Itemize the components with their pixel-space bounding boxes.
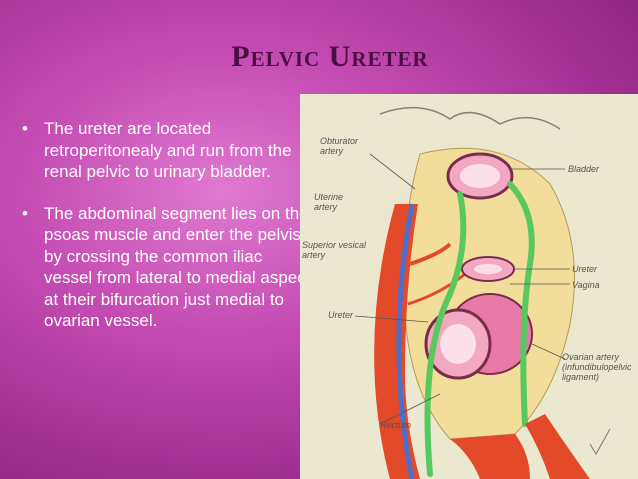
leader-obturator bbox=[369, 153, 416, 190]
label-ureter-right: Ureter bbox=[572, 264, 598, 274]
pelvic-anatomy-figure: Obturator artery Bladder Uterine artery … bbox=[300, 94, 638, 479]
label-obturator-artery: Obturator artery bbox=[320, 136, 359, 156]
uterine-artery-vessel bbox=[409, 242, 452, 266]
ovarian-vessel bbox=[525, 414, 590, 479]
rectum-lumen bbox=[440, 324, 476, 364]
leader-rectum bbox=[379, 393, 441, 425]
anatomy-illustration bbox=[300, 94, 638, 479]
bullet-glyph: • bbox=[22, 119, 28, 138]
label-bladder: Bladder bbox=[568, 164, 600, 174]
rectal-vessel bbox=[450, 434, 530, 479]
label-rectum: Rectum bbox=[380, 420, 412, 430]
slide-title: Pelvic Ureter bbox=[231, 40, 429, 73]
label-vagina: Vagina bbox=[572, 280, 600, 290]
bullet-list: • The ureter are located retroperitoneal… bbox=[22, 118, 312, 352]
vagina-lumen bbox=[474, 264, 502, 274]
bone-outline bbox=[379, 106, 561, 130]
label-superior-vesical-artery: Superior vesical artery bbox=[302, 240, 367, 260]
leader-ureter-left bbox=[354, 315, 429, 323]
label-uterine-artery: Uterine artery bbox=[314, 192, 344, 212]
leader-ovarian bbox=[531, 343, 566, 360]
bullet-item: • The ureter are located retroperitoneal… bbox=[22, 118, 312, 183]
vesical-artery-vessel bbox=[407, 272, 466, 306]
bullet-glyph: • bbox=[22, 203, 28, 223]
label-ureter-left: Ureter bbox=[328, 310, 354, 320]
ureter-left-path bbox=[424, 191, 467, 477]
bullet-text: The ureter are located retroperitonealy … bbox=[44, 119, 292, 181]
bullet-item: • The abdominal segment lies on the psoa… bbox=[22, 203, 312, 332]
iliac-vein bbox=[396, 203, 415, 479]
label-ovarian-artery: Ovarian artery (infundibulopelvic ligame… bbox=[562, 352, 632, 382]
bladder-lumen bbox=[460, 164, 500, 188]
check-mark bbox=[589, 428, 611, 455]
bullet-text: The abdominal segment lies on the psoas … bbox=[44, 203, 311, 331]
